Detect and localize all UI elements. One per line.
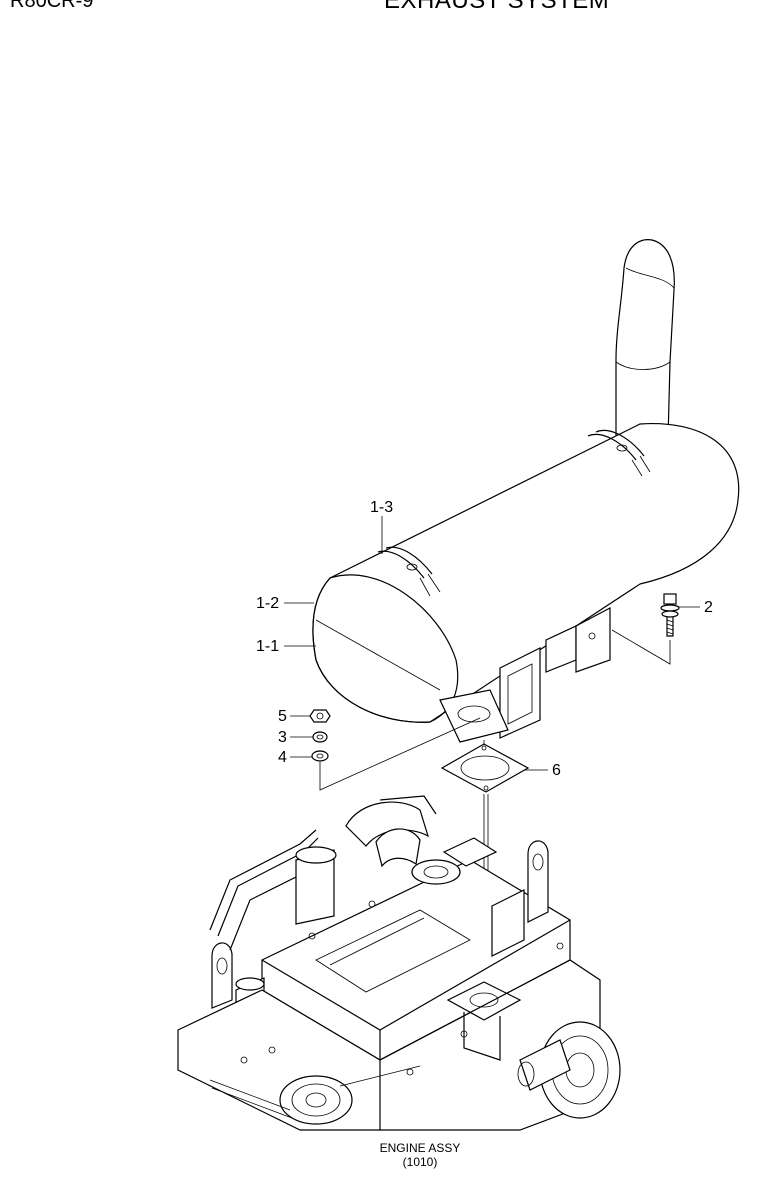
engine-assy-name: ENGINE ASSY: [379, 1141, 461, 1155]
nut: [309, 709, 331, 723]
inlet-flange: [439, 689, 509, 743]
callout-5: 5: [278, 708, 287, 725]
model-number: R80CR-9: [10, 0, 94, 12]
callout-1-3: 1-3: [370, 499, 393, 516]
muffler-assembly: [312, 239, 740, 743]
engine-assembly: [177, 795, 621, 1131]
callout-6: 6: [552, 762, 561, 779]
engine-assy-ref: (1010): [402, 1155, 438, 1169]
bolt: [660, 593, 680, 637]
callout-4: 4: [278, 749, 287, 766]
callout-1-2: 1-2: [256, 595, 279, 612]
muffler-body: [312, 422, 740, 723]
callout-2: 2: [704, 599, 713, 616]
bolt-leader-line: [611, 629, 671, 665]
mounting-bracket: [499, 607, 611, 739]
diagram-title: EXHAUST SYSTEM: [384, 0, 610, 14]
nut-leader-line: [319, 717, 481, 791]
tail-pipe: [615, 239, 675, 441]
callout-1-1: 1-1: [256, 638, 279, 655]
flat-washer: [311, 750, 329, 762]
spring-washer: [312, 731, 328, 743]
engine-assy-label: ENGINE ASSY (1010): [370, 1141, 470, 1169]
gasket: [440, 743, 530, 793]
callout-3: 3: [278, 729, 287, 746]
